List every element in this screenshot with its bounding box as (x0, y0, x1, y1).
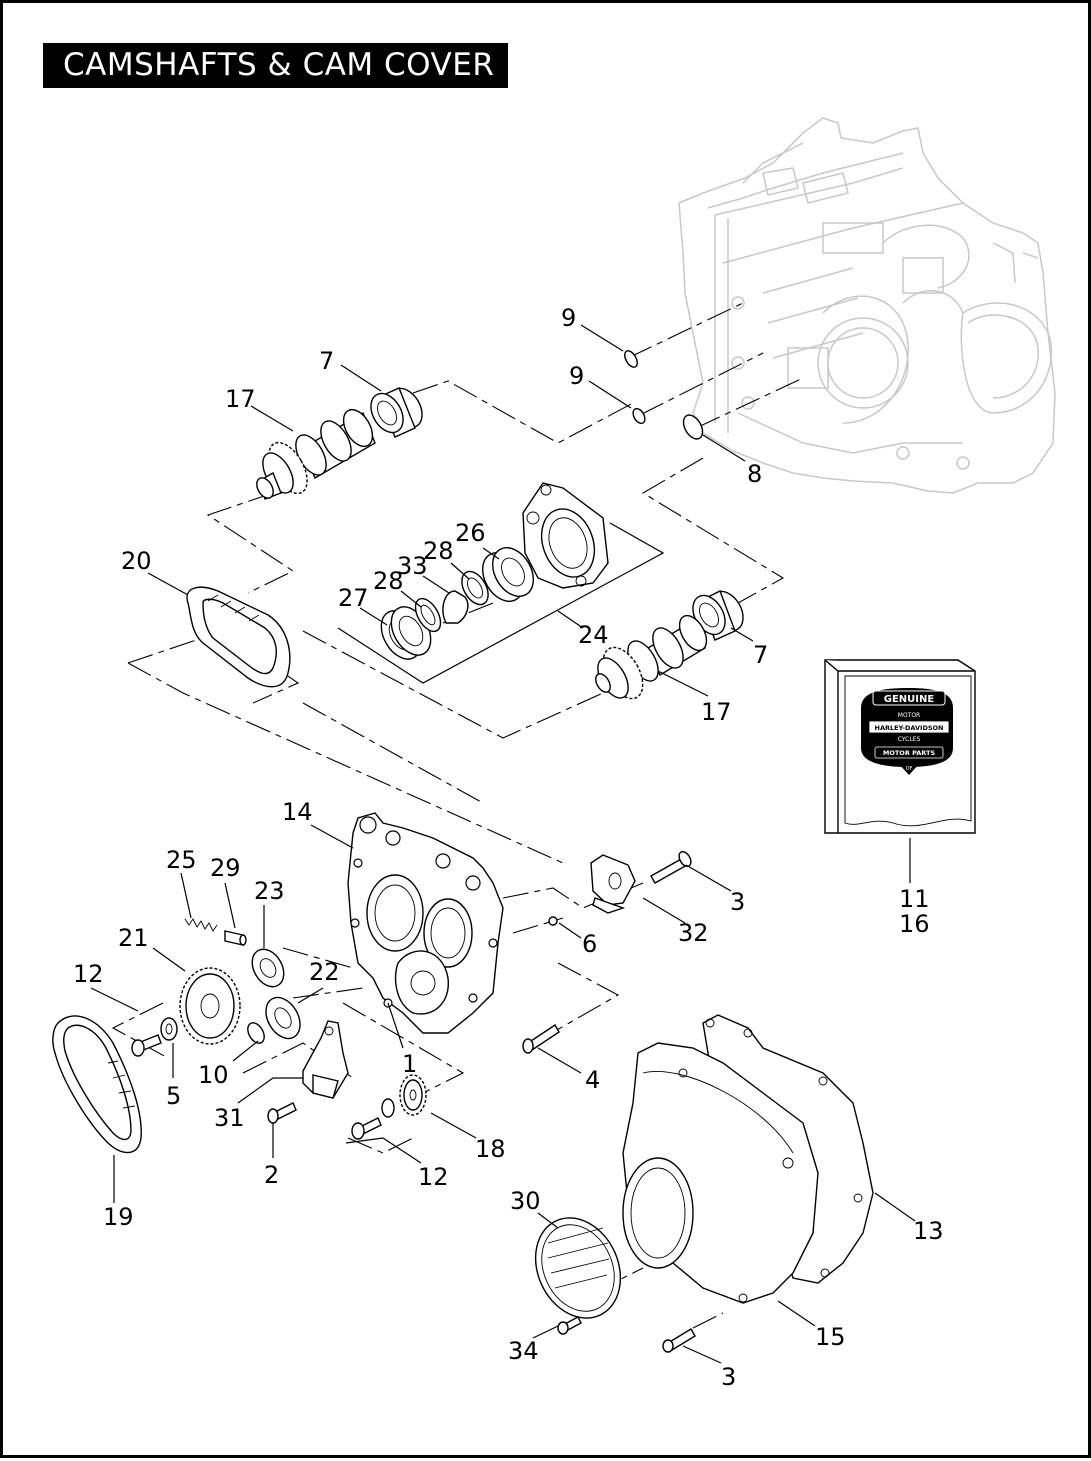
callout-1: 1 (402, 1050, 417, 1078)
drive-chain-20 (186, 586, 291, 688)
crank-sprocket-18 (399, 1074, 427, 1116)
callout-7: 7 (753, 641, 768, 669)
callout-23: 23 (254, 877, 285, 905)
bolt-12-lower (351, 1117, 382, 1140)
callout-18: 18 (475, 1135, 506, 1163)
cam-sprocket-21 (179, 967, 241, 1045)
cam-support-plate-14 (347, 812, 504, 1034)
callout-19: 19 (103, 1203, 134, 1231)
bolt-12-upper (131, 1034, 162, 1057)
genuine-motor-parts-logo: GENUINE MOTOR HARLEY-DAVIDSON CYCLES MOT… (861, 688, 953, 775)
crankcase-ghost-outline (678, 117, 1056, 494)
logo-genuine-text: GENUINE (884, 694, 935, 705)
callout-13: 13 (913, 1217, 944, 1245)
plunger-29 (224, 930, 247, 946)
leader-lines (90, 324, 916, 1364)
callout-21: 21 (118, 924, 149, 952)
callout-15: 15 (815, 1323, 846, 1351)
chain-tensioner-32 (590, 854, 636, 914)
o-ring-8 (682, 414, 704, 440)
genuine-parts-kit-11-16: GENUINE MOTOR HARLEY-DAVIDSON CYCLES MOT… (824, 659, 976, 834)
page-title: CAMSHAFTS & CAM COVER (43, 43, 508, 88)
callout-7: 7 (319, 347, 334, 375)
o-ring-9-upper (624, 350, 638, 368)
screw-34 (557, 1316, 582, 1335)
callout-17: 17 (225, 385, 256, 413)
callout-29: 29 (210, 854, 241, 882)
bearing-26 (482, 547, 534, 602)
cam-cover-15 (622, 1042, 819, 1304)
callout-28: 28 (373, 567, 404, 595)
group-box-24 (337, 522, 665, 684)
callout-26: 26 (455, 519, 486, 547)
callout-25: 25 (166, 846, 197, 874)
callout-12: 12 (73, 960, 104, 988)
exploded-parts-diagram: GENUINE MOTOR HARLEY-DAVIDSON CYCLES MOT… (52, 117, 1056, 1391)
thrust-washer-22 (265, 996, 301, 1040)
screw-3-upper (650, 850, 692, 884)
retaining-ring-10 (247, 1022, 265, 1044)
callout-6: 6 (582, 930, 597, 958)
camshaft-17-upper (256, 408, 376, 500)
callout-33: 33 (397, 552, 428, 580)
dowel-6 (548, 916, 558, 926)
screw-3-lower (662, 1328, 696, 1353)
needle-bearing-7-upper (370, 387, 423, 438)
callout-32: 32 (678, 919, 709, 947)
cam-support-housing-24 (522, 482, 609, 589)
callout-9: 9 (561, 304, 576, 332)
callout-11: 11 (899, 885, 930, 913)
thrust-washer-23 (251, 948, 285, 988)
callout-2: 2 (264, 1161, 279, 1189)
callout-24: 24 (578, 621, 609, 649)
callout-22: 22 (309, 958, 340, 986)
callout-14: 14 (282, 798, 313, 826)
callout-20: 20 (121, 547, 152, 575)
callout-labels: 9 9 7 17 8 20 33 28 26 28 27 24 7 17 14 … (73, 304, 944, 1391)
logo-motor-parts-text: MOTOR PARTS (883, 749, 936, 757)
callout-8: 8 (747, 460, 762, 488)
washer-12-lower (381, 1098, 395, 1118)
timer-cover-30 (534, 1217, 622, 1319)
primary-chain-19 (52, 1015, 142, 1154)
bearing-27 (380, 606, 432, 660)
logo-brand-text: HARLEY-DAVIDSON (875, 724, 944, 732)
callout-3: 3 (721, 1363, 736, 1391)
callout-16: 16 (899, 910, 930, 938)
retaining-ring-33 (442, 590, 469, 624)
callout-28: 28 (423, 537, 454, 565)
logo-motor-text: MOTOR (898, 712, 920, 719)
chain-tensioner-shoe-31 (302, 1020, 349, 1099)
callout-10: 10 (198, 1061, 229, 1089)
screw-2 (267, 1102, 297, 1124)
callout-9: 9 (569, 362, 584, 390)
bolt-4 (522, 1024, 560, 1054)
callout-27: 27 (338, 584, 369, 612)
callout-12: 12 (418, 1163, 449, 1191)
callout-17: 17 (701, 698, 732, 726)
callout-34: 34 (508, 1337, 539, 1365)
spring-25 (184, 918, 218, 932)
callout-4: 4 (585, 1066, 600, 1094)
o-ring-9-lower (632, 407, 646, 425)
callout-5: 5 (166, 1082, 181, 1110)
callout-3: 3 (730, 888, 745, 916)
washer-5 (160, 1017, 178, 1041)
logo-cycles-text: CYCLES (898, 736, 921, 743)
logo-of-text: OF (906, 766, 913, 772)
callout-31: 31 (214, 1104, 245, 1132)
camshaft-17-lower (595, 614, 708, 700)
callout-30: 30 (510, 1187, 541, 1215)
